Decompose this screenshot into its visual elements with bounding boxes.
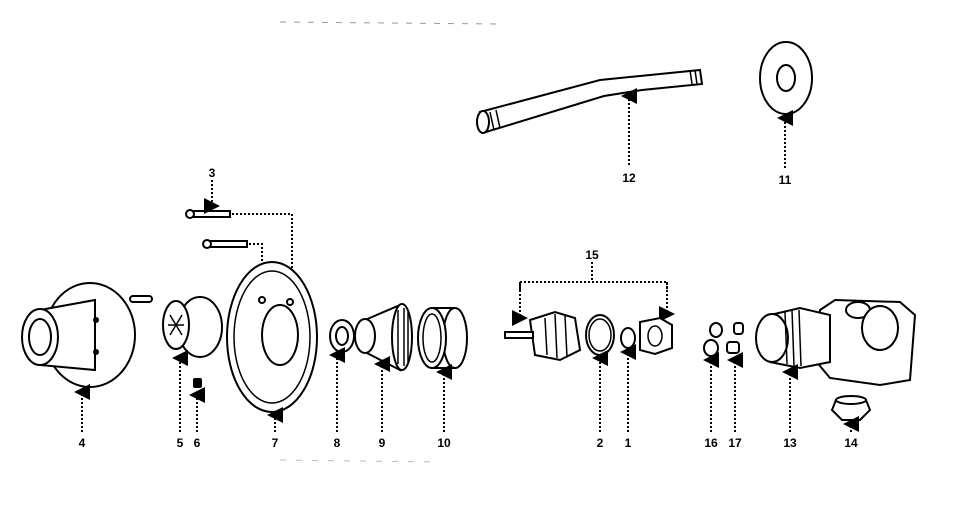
part-11-flange [759, 41, 813, 168]
label-7: 7 [272, 436, 279, 450]
part-1-o-ring [620, 327, 636, 432]
part-14-plug [830, 395, 872, 432]
label-3: 3 [209, 166, 216, 180]
label-6: 6 [194, 436, 201, 450]
part-8-ring [329, 319, 355, 432]
label-5: 5 [177, 436, 184, 450]
part-10-sleeve [417, 307, 468, 432]
part-2-o-ring [585, 314, 615, 432]
part-5-insert [162, 296, 223, 432]
label-17: 17 [728, 436, 742, 450]
part-4-handle [21, 282, 153, 432]
label-8: 8 [334, 436, 341, 450]
part-7-escutcheon [226, 261, 318, 432]
label-13: 13 [783, 436, 797, 450]
label-14: 14 [844, 436, 858, 450]
label-15: 15 [585, 248, 599, 262]
part-13-valve-body [755, 298, 917, 432]
label-4: 4 [79, 436, 86, 450]
label-16: 16 [704, 436, 718, 450]
label-9: 9 [379, 436, 386, 450]
label-10: 10 [437, 436, 451, 450]
label-2: 2 [597, 436, 604, 450]
part-15-cartridge-assembly [504, 262, 675, 362]
part-12-shower-arm [476, 68, 704, 165]
part-3-screws [185, 180, 293, 300]
part-17-springs [726, 322, 744, 432]
part-6-set-screw [189, 378, 205, 432]
part-9-bonnet-nut [354, 303, 413, 432]
scan-mark [279, 21, 501, 25]
part-16-seats [703, 322, 723, 432]
scan-mark [279, 459, 441, 463]
label-11: 11 [779, 173, 792, 187]
label-12: 12 [622, 171, 636, 185]
label-1: 1 [625, 436, 632, 450]
